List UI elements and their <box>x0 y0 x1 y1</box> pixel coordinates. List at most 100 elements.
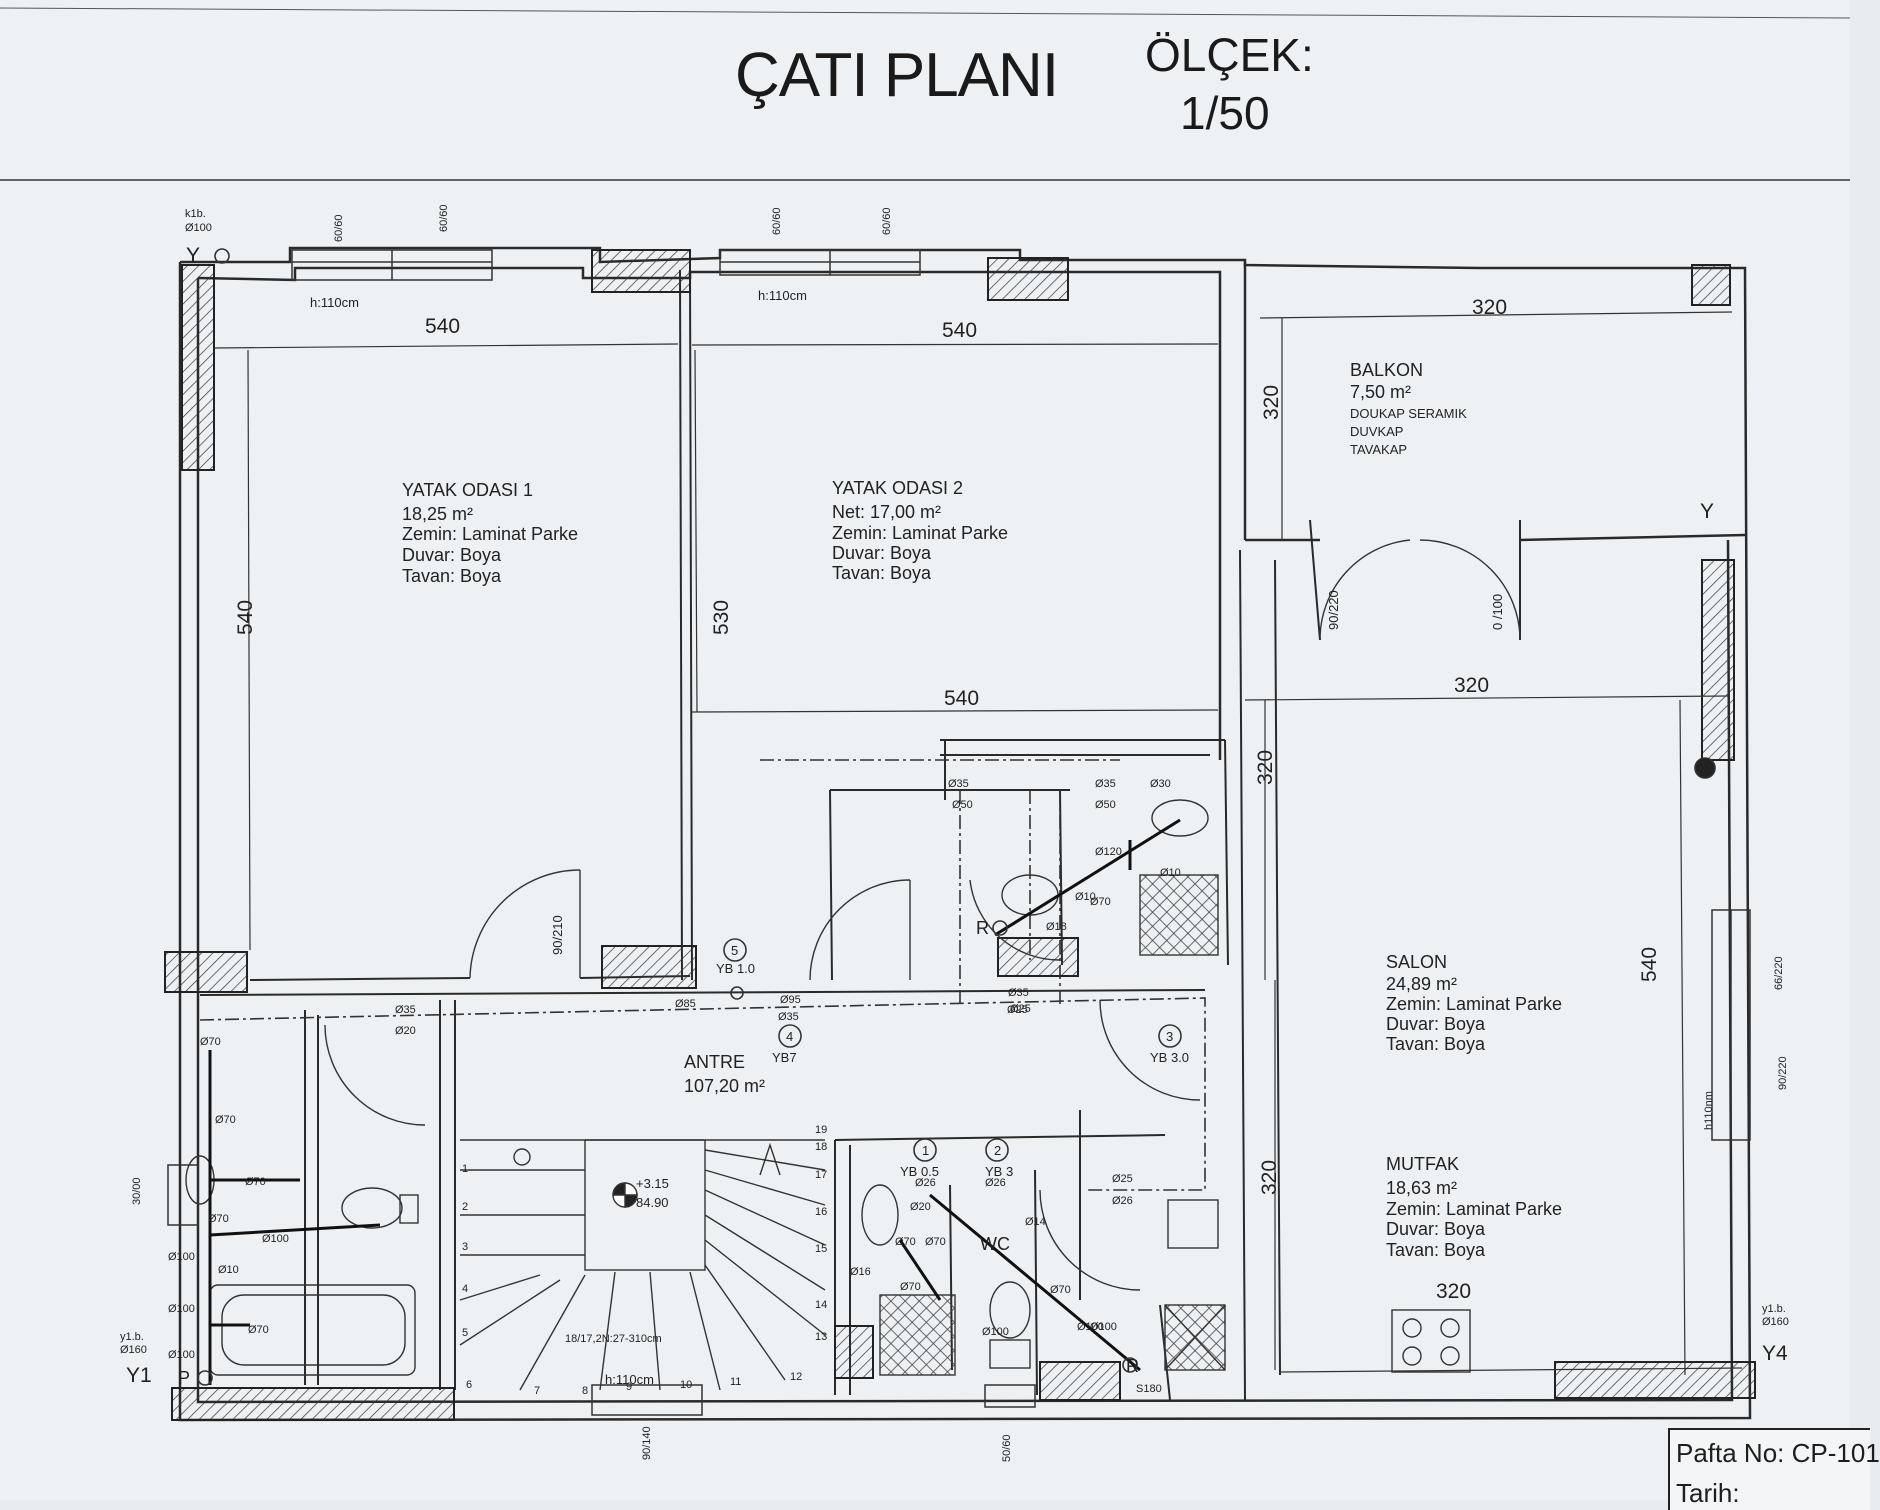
marker-circle-3 <box>1158 1024 1182 1048</box>
pipe-diameter-label: Ø25 <box>1112 1173 1133 1185</box>
room-name: YATAK ODASI 1 <box>402 480 533 500</box>
room-balkon: BALKON 7,50 m² DOUKAP SERAMIK DUVKAP TAV… <box>1350 360 1467 457</box>
sheet-date: Tarih: <box>1676 1478 1740 1508</box>
pipe-label: P <box>178 1368 190 1388</box>
marker-number: 4 <box>786 1029 793 1044</box>
pipe-diameter-label: Ø25 <box>1010 1003 1031 1015</box>
pipe-diameter-label: Ø16 <box>850 1266 871 1278</box>
dimension-label: 540 <box>944 687 979 710</box>
grid-axis-label: Y1 <box>126 1364 152 1387</box>
pipe-diameter-label: Ø100 <box>168 1349 195 1361</box>
pipe-diameter-label: Ø35 <box>1095 778 1116 790</box>
slab-outline <box>199 759 1206 1191</box>
windows <box>167 249 1751 1416</box>
window-size-label: 90/140 <box>641 1426 653 1460</box>
stair-step-number: 19 <box>815 1124 827 1136</box>
room-salon: SALON 24,89 m² Zemin: Laminat Parke Duva… <box>1386 952 1562 1054</box>
marker-circle-1 <box>913 1138 937 1162</box>
window-size-label: 60/60 <box>438 204 450 232</box>
stair-step-number: 11 <box>730 1376 741 1388</box>
pipe-label: y1.b. <box>120 1331 144 1343</box>
pipe-diameter-label: Ø30 <box>1150 778 1171 790</box>
floor-plan: YATAK ODASI 1 18,25 m² Zemin: Laminat Pa… <box>0 7 1851 1462</box>
fixtures <box>185 799 1471 1376</box>
room-name: YATAK ODASI 2 <box>832 478 963 498</box>
stair-step-number: 2 <box>462 1201 468 1213</box>
pipe-diameter-label: Ø100 <box>262 1233 289 1245</box>
room-wall: DUVKAP <box>1350 424 1403 439</box>
pipe-diameter-label: Ø100 <box>168 1303 195 1315</box>
dimension-label: 320 <box>1454 674 1489 697</box>
pipe-diameter-label: Ø20 <box>395 1025 416 1037</box>
stair-step-number: 8 <box>582 1385 588 1397</box>
pipe-label: Ø160 <box>120 1344 147 1356</box>
pipe-label: R <box>976 918 989 938</box>
stair-step-number: 15 <box>815 1243 827 1255</box>
window <box>591 1384 703 1416</box>
pipe-label: Ø160 <box>1762 1316 1789 1328</box>
stair-step-number: 16 <box>815 1206 827 1218</box>
door-balcony-right <box>1419 539 1521 641</box>
column <box>1691 264 1731 306</box>
pipe-diameter-label: Ø70 <box>895 1236 916 1248</box>
pipe-diameter-label: Ø70 <box>215 1114 236 1126</box>
room-ceiling: Tavan: Boya <box>1386 1034 1486 1054</box>
stair-step-number: 3 <box>462 1241 468 1253</box>
door-bathroom <box>809 879 911 981</box>
pipe-diameter-label: Ø70 <box>1090 896 1111 908</box>
door-kitchen <box>1039 1189 1141 1291</box>
door-balcony-left <box>1319 539 1411 641</box>
pipe-diameter-label: Ø70 <box>1050 1284 1071 1296</box>
room-ceiling: Tavan: Boya <box>402 566 502 586</box>
pipe-diameter-label: Ø20 <box>910 1201 931 1213</box>
marker-circle-4 <box>778 1024 802 1048</box>
room-name: SALON <box>1386 952 1447 972</box>
dimension-label: 540 <box>425 315 460 338</box>
pipe-labels: Ø70Ø70Ø70Ø70Ø100Ø10Ø100Ø100Ø100Ø70Ø20Ø26… <box>168 778 1181 1361</box>
door-size-label: 0 /100 <box>1490 594 1505 630</box>
stair-note: 18/17,2N:27-310cm <box>565 1333 662 1345</box>
bathtub <box>209 1284 416 1376</box>
pipe-line <box>929 1193 1141 1372</box>
pipe-diameter-label: Ø100 <box>1090 1321 1117 1333</box>
stair-step-number: 4 <box>462 1283 468 1295</box>
room-area: 18,63 m² <box>1386 1178 1457 1198</box>
yb-label: YB 3 <box>985 1164 1013 1179</box>
pipe-diameter-label: Ø70 <box>925 1236 946 1248</box>
marker-number: 3 <box>1166 1029 1173 1044</box>
dimension-label: 530 <box>710 600 733 635</box>
stair-step-number: 5 <box>462 1327 468 1339</box>
marker-number: 5 <box>731 943 738 958</box>
door-size-label: 90/210 <box>550 915 565 955</box>
grid-axis-label: Y4 <box>1762 1342 1788 1365</box>
stair-step-number: 10 <box>680 1379 692 1391</box>
staircase <box>459 1139 826 1391</box>
pipe-diameter-label: Ø35 <box>1008 987 1029 999</box>
pipe-diameter-label: Ø70 <box>900 1281 921 1293</box>
pipe-diameter-label: Ø35 <box>395 1004 416 1016</box>
window-height-label: h:110cm <box>605 1372 654 1387</box>
pipe-diameter-label: Ø26 <box>1112 1195 1133 1207</box>
pipe-diameter-label: Ø100 <box>1077 1321 1104 1333</box>
pipe-diameter-label: Ø14 <box>1025 1216 1046 1228</box>
stair-step-number: 14 <box>815 1299 827 1311</box>
window-height-label: h:110cm <box>310 295 359 310</box>
toilet <box>341 1187 403 1229</box>
stair-level-label: 84.90 <box>636 1195 669 1210</box>
room-floor: DOUKAP SERAMIK <box>1350 406 1467 421</box>
window-size-label: 66/220 <box>1773 956 1785 990</box>
window-size-label: 90/220 <box>1777 1056 1789 1090</box>
dimension-label: 320 <box>1254 750 1277 785</box>
pipe-diameter-label: Ø10 <box>1160 867 1181 879</box>
room-floor: Zemin: Laminat Parke <box>1386 1199 1562 1219</box>
toilet <box>1151 799 1209 837</box>
room-area: 107,20 m² <box>684 1076 765 1096</box>
dimension-label: 320 <box>1436 1280 1471 1303</box>
outer-walls <box>178 246 1752 1422</box>
pipe-diameter-label: Ø50 <box>1095 799 1116 811</box>
room-antre: ANTRE 107,20 m² <box>684 1052 765 1096</box>
dimension-label: 540 <box>1638 947 1661 982</box>
column <box>181 264 215 471</box>
pipe-label: y1.b. <box>1762 1303 1786 1315</box>
marker-number: 2 <box>994 1143 1001 1158</box>
